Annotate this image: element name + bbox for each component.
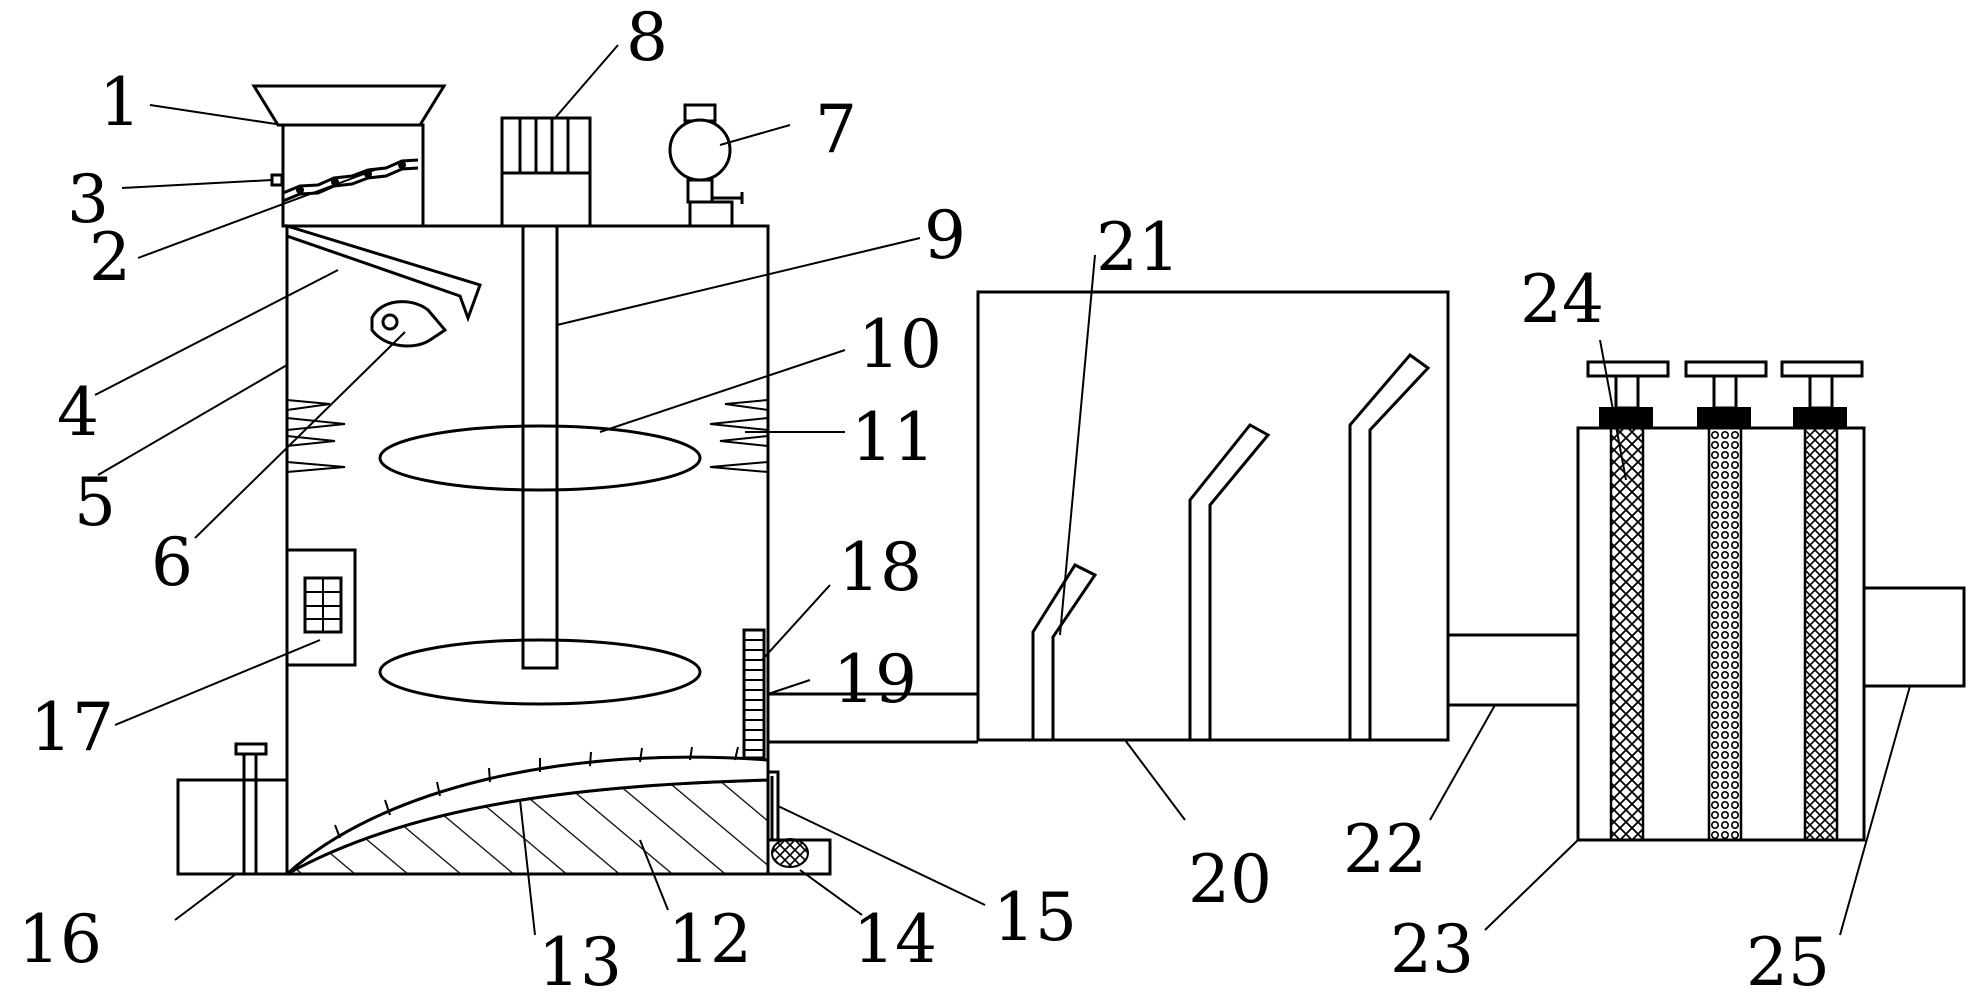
upper-paddle [378, 424, 702, 492]
callout-23: 23 [1390, 911, 1474, 988]
drain-filter [766, 838, 832, 876]
settling-baffles [1031, 352, 1431, 740]
callout-13: 13 [538, 924, 622, 1001]
callout-19: 19 [833, 641, 917, 718]
stirring-shaft [521, 224, 559, 670]
callout-14: 14 [853, 901, 937, 978]
callout-6: 6 [151, 524, 193, 601]
conveyor-knob [270, 173, 284, 187]
wall-baffles-left [286, 399, 346, 473]
callout-25: 25 [1746, 924, 1830, 1001]
filter-cartridge-3 [1780, 360, 1864, 842]
callout-9: 9 [924, 197, 966, 274]
filter-cartridge-1 [1586, 360, 1670, 842]
wall-baffles-right [709, 399, 769, 473]
callout-18: 18 [838, 529, 922, 606]
callout-20: 20 [1188, 841, 1272, 918]
stirring-motor [500, 116, 592, 228]
filter-cartridge-2 [1684, 360, 1768, 842]
control-box [176, 742, 289, 876]
callout-5: 5 [74, 464, 116, 541]
final-outlet [1862, 586, 1966, 688]
inspection-window [285, 548, 357, 667]
callout-15: 15 [993, 879, 1077, 956]
drain-pipe [768, 770, 780, 840]
callout-11: 11 [851, 399, 935, 476]
callout-labels: 1 2 3 4 5 6 7 8 9 10 11 12 13 14 15 16 1… [18, 0, 1830, 1001]
callout-7: 7 [815, 91, 857, 168]
callout-17: 17 [30, 689, 114, 766]
inclined-chute [285, 223, 482, 323]
callout-2: 2 [89, 219, 131, 296]
filter-screen [742, 628, 766, 760]
settling-box [976, 290, 1450, 742]
callout-24: 24 [1520, 261, 1604, 338]
callout-3: 3 [67, 161, 109, 238]
callout-22: 22 [1343, 811, 1427, 888]
leader-lines [94, 44, 1911, 936]
connecting-pipe [1446, 633, 1580, 707]
arc-plate [285, 746, 770, 876]
crushing-roller [370, 300, 448, 348]
pump [668, 103, 744, 228]
callout-16: 16 [18, 901, 102, 978]
callout-1: 1 [99, 64, 141, 141]
callout-21: 21 [1096, 209, 1180, 286]
callout-10: 10 [858, 306, 942, 383]
outlet-pipe [768, 692, 978, 744]
lower-paddle [378, 638, 702, 706]
callout-4: 4 [57, 374, 99, 451]
callout-12: 12 [668, 901, 752, 978]
callout-8: 8 [626, 0, 668, 76]
